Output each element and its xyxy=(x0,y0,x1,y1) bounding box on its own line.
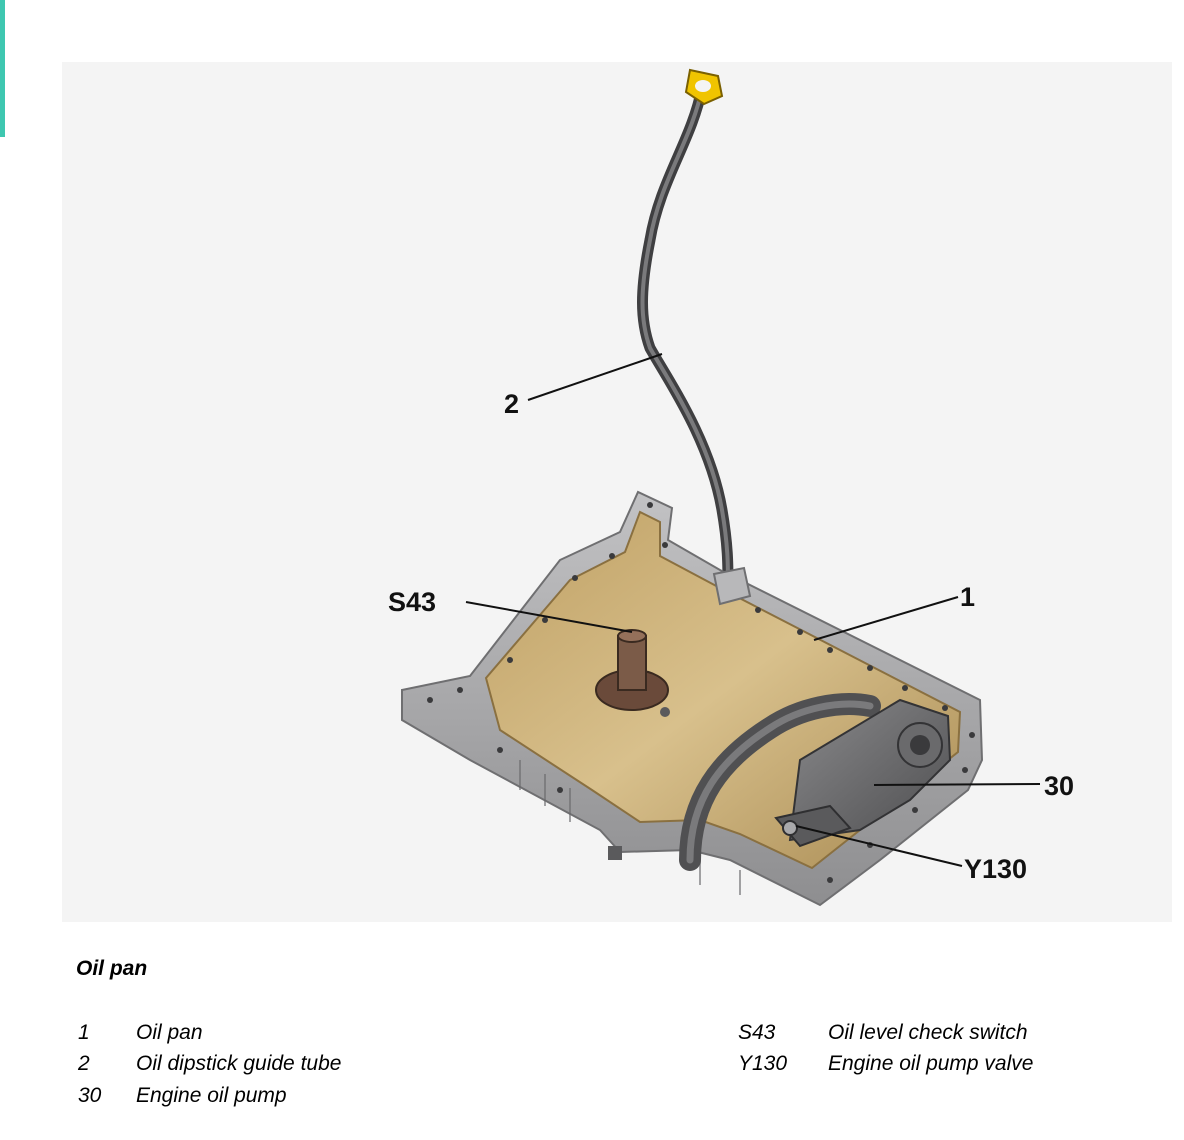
legend-key: 30 xyxy=(78,1084,102,1107)
leader-lines xyxy=(465,353,1041,867)
dipstick-guide-tube xyxy=(637,68,734,591)
callout-30: 30 xyxy=(1044,771,1074,801)
engine-oil-pump-valve xyxy=(774,804,852,848)
legend-key: 1 xyxy=(78,1021,90,1044)
callout-y130: Y130 xyxy=(964,854,1027,884)
leader-line-s43 xyxy=(465,601,633,633)
legend-key: 2 xyxy=(78,1052,90,1075)
leader-line-y130 xyxy=(795,825,963,867)
legend-key: Y130 xyxy=(738,1052,788,1075)
legend-text: Oil level check switch xyxy=(828,1021,1028,1044)
legend-text: Engine oil pump valve xyxy=(828,1052,1034,1075)
leader-line-30 xyxy=(873,783,1041,786)
accent-bar xyxy=(0,0,5,137)
oil-pan-illustration: 2 S43 1 30 Y130 xyxy=(388,68,1074,907)
callout-1: 1 xyxy=(960,582,975,612)
legend-text: Oil pan xyxy=(136,1021,203,1044)
figure-caption-title: Oil pan xyxy=(76,957,148,980)
leader-line-1 xyxy=(813,596,959,641)
callout-s43: S43 xyxy=(388,587,436,617)
legend-text: Engine oil pump xyxy=(136,1084,287,1107)
legend-key: S43 xyxy=(738,1021,776,1044)
leader-line-2 xyxy=(527,353,663,401)
legend-text: Oil dipstick guide tube xyxy=(136,1052,342,1075)
dipstick-tube-boss xyxy=(712,566,752,606)
callout-2: 2 xyxy=(504,389,519,419)
oil-level-check-switch xyxy=(595,629,670,717)
